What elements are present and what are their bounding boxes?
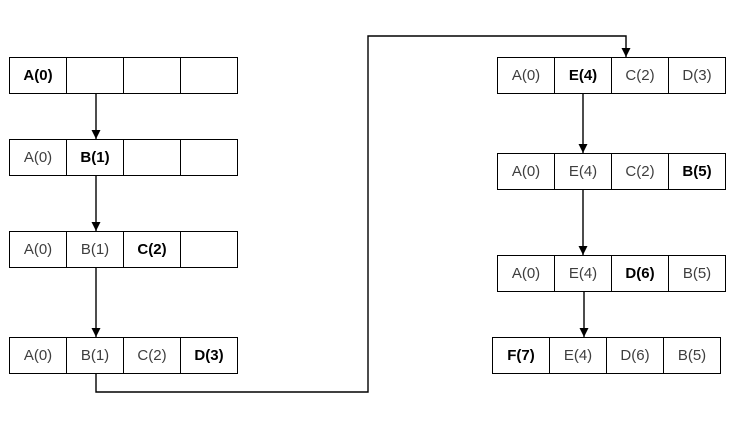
frame-cell: [181, 58, 237, 93]
frame-cell: E(4): [555, 58, 612, 93]
frame-cell: [124, 58, 181, 93]
frame-cell: D(6): [612, 256, 669, 291]
frame-cell: E(4): [555, 256, 612, 291]
frame-cell: E(4): [555, 154, 612, 189]
frame-cell: C(2): [612, 154, 669, 189]
frame-cell: D(3): [682, 67, 712, 84]
frame-cell: A(0): [498, 58, 555, 93]
frame-cell: C(2): [124, 232, 181, 267]
frame-cell: E(4): [550, 338, 607, 373]
frame-cell: D(6): [607, 338, 664, 373]
frame-cell: [124, 140, 181, 175]
frame-row-step-6: A(0) E(4) C(2) B(5): [497, 153, 726, 190]
frame-cell: B(1): [67, 232, 124, 267]
frame-cell: A(0): [498, 154, 555, 189]
frame-cell: B(5): [682, 265, 712, 282]
frame-cell: C(2): [612, 58, 669, 93]
frame-cell: [181, 140, 237, 175]
frame-cell: A(0): [10, 338, 67, 373]
frame-cell: B(5): [677, 347, 707, 364]
frame-cell: C(2): [124, 338, 181, 373]
frame-cell: B(1): [67, 338, 124, 373]
frame-row-step-8: F(7) E(4) D(6) B(5): [492, 337, 721, 374]
frame-cell: A(0): [10, 140, 67, 175]
frame-row-step-1: A(0): [9, 57, 238, 94]
frame-cell: A(0): [498, 256, 555, 291]
frame-row-step-5: A(0) E(4) C(2) D(3): [497, 57, 726, 94]
frame-row-step-3: A(0) B(1) C(2): [9, 231, 238, 268]
frame-cell: B(1): [67, 140, 124, 175]
frame-cell: [67, 58, 124, 93]
frame-cell: A(0): [10, 58, 67, 93]
frame-row-step-2: A(0) B(1): [9, 139, 238, 176]
frame-cell: D(3): [194, 347, 224, 364]
frame-cell: B(5): [682, 163, 712, 180]
frame-row-step-7: A(0) E(4) D(6) B(5): [497, 255, 726, 292]
frame-cell: [181, 232, 237, 267]
frame-cell: A(0): [10, 232, 67, 267]
frame-row-step-4: A(0) B(1) C(2) D(3): [9, 337, 238, 374]
frame-cell: F(7): [493, 338, 550, 373]
